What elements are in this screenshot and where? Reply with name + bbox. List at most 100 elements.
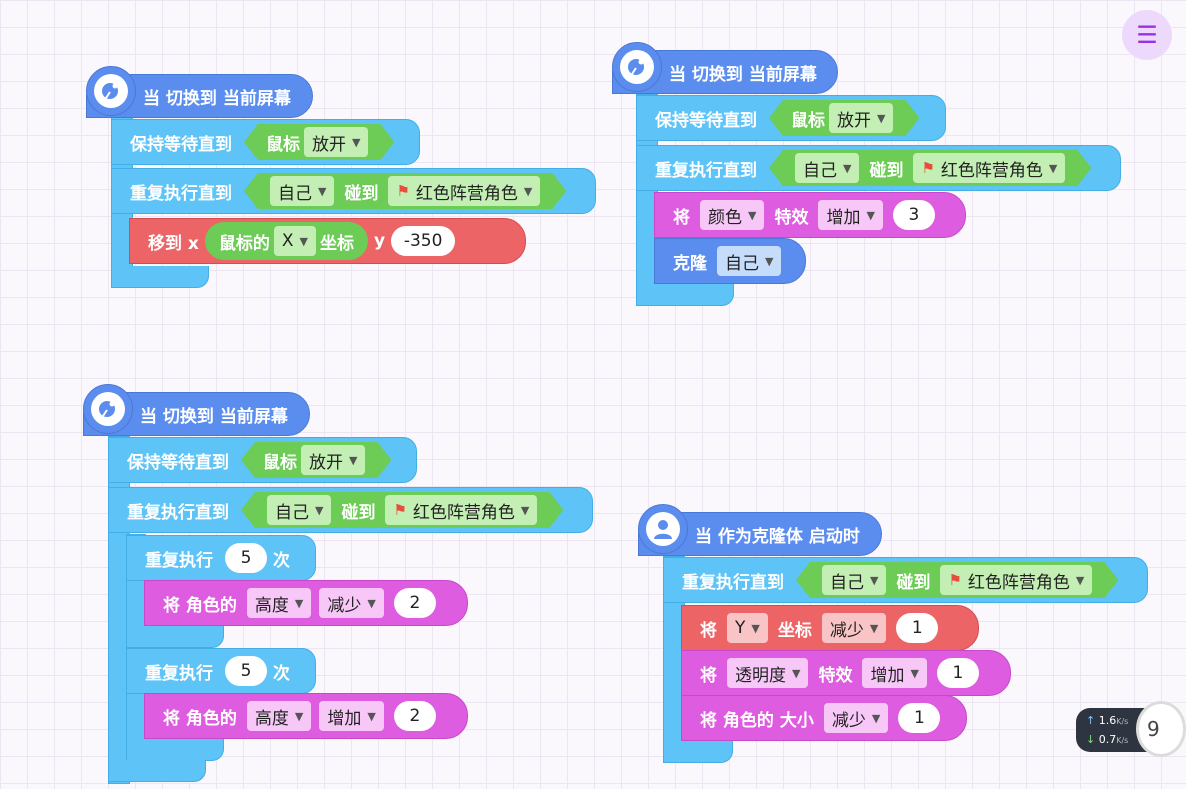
touch-label: 碰到 (896, 572, 931, 593)
upload-value: 1.6 (1098, 714, 1117, 727)
change-dropdown[interactable]: 增加▼ (862, 658, 927, 688)
amount-input[interactable]: 1 (936, 658, 979, 688)
script4-change-y[interactable]: 将 Y▼ 坐标 减少▼ 1 (681, 605, 979, 651)
script4-alpha-effect[interactable]: 将 透明度▼ 特效 增加▼ 1 (681, 650, 1011, 696)
dropdown-value: Y (735, 618, 746, 638)
dropdown-value: 增加 (826, 207, 861, 228)
script2-color-effect[interactable]: 将 颜色▼ 特效 增加▼ 3 (654, 192, 966, 238)
effect-label: 特效 (774, 207, 809, 228)
self-dropdown[interactable]: 自己▼ (795, 153, 859, 183)
self-dropdown[interactable]: 自己▼ (270, 176, 334, 206)
dropdown-value: 放开 (309, 452, 343, 473)
chevron-down-icon: ▼ (294, 596, 304, 610)
coord-label: 坐标 (320, 233, 355, 254)
dropdown-value: 自己 (830, 572, 864, 593)
amount-input[interactable]: 1 (898, 703, 941, 733)
script3-end (108, 760, 206, 782)
amount-input[interactable]: 1 (896, 613, 939, 643)
script4-size[interactable]: 将 角色的 大小 减少▼ 1 (681, 695, 967, 741)
flag-icon: ⚑ (396, 182, 410, 200)
set-label: 将 (673, 207, 690, 228)
touch-condition[interactable]: 自己▼ 碰到 ⚑红色阵营角色▼ (244, 173, 566, 209)
mouse-state-dropdown[interactable]: 放开▼ (829, 103, 893, 133)
target-dropdown[interactable]: ⚑红色阵营角色▼ (385, 495, 537, 525)
script3-wait-until[interactable]: 保持等待直到 鼠标 放开▼ (108, 437, 417, 483)
script1-move-to[interactable]: 移到 x 鼠标的 X▼ 坐标 y -350 (129, 218, 526, 264)
axis-dropdown[interactable]: X▼ (273, 226, 317, 256)
flag-icon: ⚑ (948, 571, 962, 589)
chevron-down-icon: ▼ (910, 666, 919, 680)
dropdown-value: 放开 (837, 110, 871, 131)
repeat1-block[interactable]: 重复执行 5 次 (126, 535, 316, 581)
attribute-dropdown[interactable]: 高度 ▼ (246, 701, 312, 731)
mouse-condition[interactable]: 鼠标 放开 ▼ (241, 442, 391, 478)
dropdown-value: 高度 (254, 595, 289, 616)
touch-condition[interactable]: 自己▼ 碰到 ⚑红色阵营角色▼ (769, 150, 1091, 186)
repeat1-set-height[interactable]: 将 角色的 高度▼ 减少▼ 2 (144, 580, 468, 626)
repeat-label: 重复执行 (145, 663, 213, 684)
mouse-condition[interactable]: 鼠标 放开▼ (769, 100, 919, 136)
change-dropdown[interactable]: 增加▼ (319, 701, 384, 731)
hat-label: 当 作为克隆体 启动时 (695, 526, 860, 547)
mouse-condition[interactable]: 鼠标 放开▼ (244, 124, 394, 160)
effect-type-dropdown[interactable]: 颜色▼ (700, 200, 765, 230)
chevron-down-icon: ▼ (870, 573, 879, 587)
clone-target-dropdown[interactable]: 自己▼ (717, 246, 782, 276)
attribute-dropdown[interactable]: 高度 ▼ (246, 588, 312, 618)
chevron-down-icon: ▼ (765, 254, 774, 268)
script3-repeat-until[interactable]: 重复执行直到 自己▼ 碰到 ⚑红色阵营角色▼ (108, 487, 593, 533)
hat-label: 当 切换到 当前屏幕 (140, 406, 288, 427)
dropdown-value: 高度 (254, 708, 289, 729)
amount-input[interactable]: 2 (393, 588, 436, 618)
repeat-count-input[interactable]: 5 (225, 656, 267, 686)
user-icon (654, 520, 672, 539)
menu-icon[interactable]: ☰ (1122, 10, 1172, 60)
effect-amount-input[interactable]: 3 (892, 200, 935, 230)
change-dropdown[interactable]: 增加▼ (818, 200, 883, 230)
hat-label: 当 切换到 当前屏幕 (669, 64, 817, 85)
script1-wait-until[interactable]: 保持等待直到 鼠标 放开▼ (111, 119, 420, 165)
self-dropdown[interactable]: 自己▼ (267, 495, 331, 525)
chevron-down-icon: ▼ (349, 453, 358, 467)
chevron-down-icon: ▼ (523, 184, 533, 198)
script2-clone[interactable]: 克隆 自己▼ (654, 238, 806, 284)
performance-ring[interactable]: 9 (1136, 701, 1186, 757)
axis-dropdown[interactable]: Y▼ (727, 613, 768, 643)
dropdown-value: 红色阵营角色 (940, 160, 1043, 181)
satellite-dish-icon (628, 59, 644, 75)
mouse-coord-reporter[interactable]: 鼠标的 X▼ 坐标 (204, 222, 369, 260)
target-dropdown[interactable]: ⚑红色阵营角色▼ (940, 565, 1092, 595)
script4-hat-icon-wrap (638, 504, 688, 554)
self-dropdown[interactable]: 自己 ▼ (822, 565, 886, 595)
effect-type-dropdown[interactable]: 透明度▼ (727, 658, 809, 688)
arrow-up-icon: ↑ (1086, 714, 1096, 727)
y-value-input[interactable]: -350 (391, 226, 456, 256)
mouse-label: 鼠标 (263, 452, 297, 473)
touch-label: 碰到 (869, 160, 904, 181)
change-dropdown[interactable]: 减少▼ (821, 613, 887, 643)
set-role-label: 将 角色的 (163, 708, 237, 729)
amount-input[interactable]: 2 (393, 701, 436, 731)
script2-wait-until[interactable]: 保持等待直到 鼠标 放开▼ (636, 95, 946, 141)
script4-repeat-until[interactable]: 重复执行直到 自己▼ 碰到 ⚑红色阵营角色▼ (663, 557, 1148, 603)
touch-condition[interactable]: 自己 ▼ 碰到 ⚑红色阵营角色▼ (796, 562, 1118, 598)
satellite-dish-icon (99, 401, 115, 417)
repeat2-set-height[interactable]: 将 角色的 高度 ▼ 增加▼ 2 (144, 693, 468, 739)
chevron-down-icon: ▼ (294, 709, 304, 723)
target-dropdown[interactable]: ⚑红色阵营角色▼ (913, 153, 1065, 183)
mouse-state-dropdown[interactable]: 放开▼ (304, 127, 368, 157)
mouse-state-dropdown[interactable]: 放开 ▼ (301, 445, 365, 475)
script2-repeat-until[interactable]: 重复执行直到 自己▼ 碰到 ⚑红色阵营角色▼ (636, 145, 1121, 191)
repeat2-block[interactable]: 重复执行 5 次 (126, 648, 316, 694)
touch-condition[interactable]: 自己▼ 碰到 ⚑红色阵营角色▼ (241, 492, 563, 528)
chevron-down-icon: ▼ (367, 709, 376, 723)
change-dropdown[interactable]: 减少▼ (823, 703, 889, 733)
script1-repeat-until[interactable]: 重复执行直到 自己▼ 碰到 ⚑红色阵营角色▼ (111, 168, 596, 214)
set-label: 将 (700, 665, 717, 686)
times-label: 次 (273, 663, 290, 684)
change-dropdown[interactable]: 减少▼ (319, 588, 384, 618)
repeat-count-input[interactable]: 5 (225, 543, 267, 573)
script4-end (663, 741, 733, 763)
move-label: 移到 x (148, 233, 199, 254)
target-dropdown[interactable]: ⚑红色阵营角色▼ (388, 176, 540, 206)
